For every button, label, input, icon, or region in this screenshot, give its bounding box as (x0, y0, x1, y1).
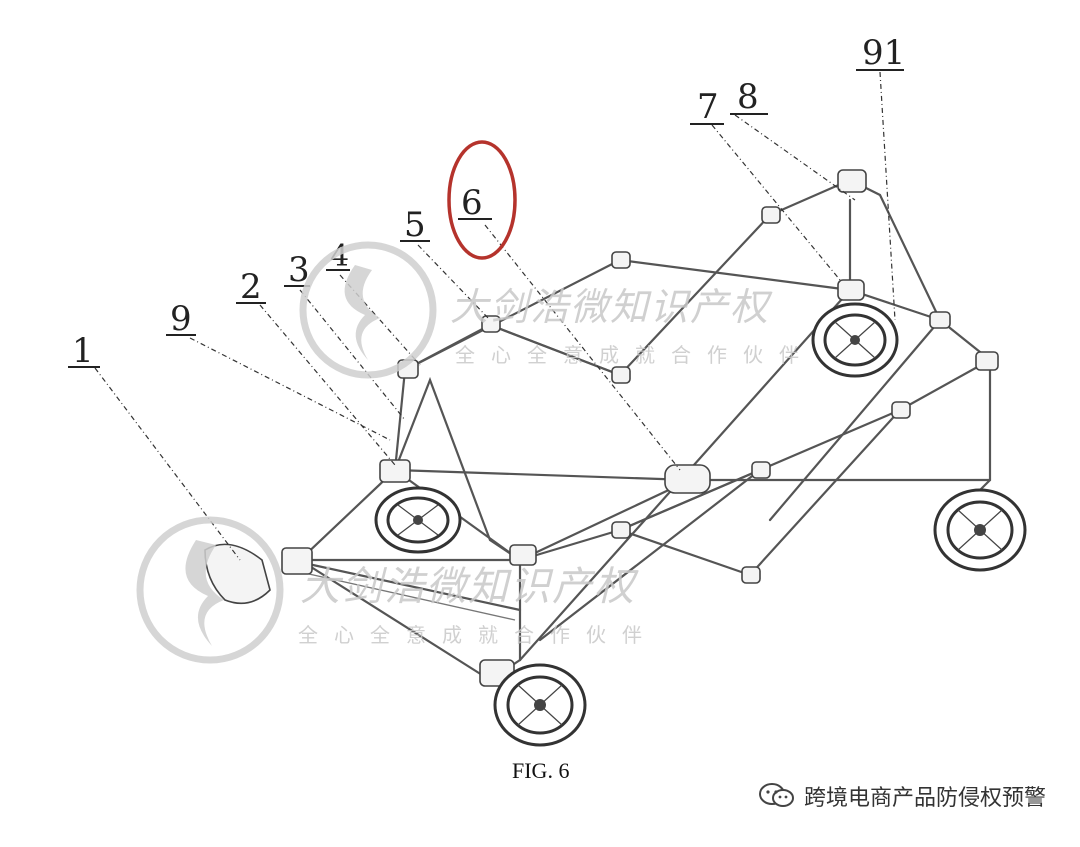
ref-label-6: 6 (461, 183, 483, 223)
ref-label-9: 9 (170, 299, 192, 339)
handle-grip (204, 543, 271, 605)
source-credit: 跨境电商产品防侵权预警 (758, 780, 1046, 812)
cart-frame (288, 178, 992, 682)
watermark-line2: 全心全意成就合作伙伴 (455, 343, 815, 367)
wechat-icon (758, 783, 794, 807)
wheel-rear-right (933, 488, 1027, 572)
wheel-front-right (493, 663, 587, 747)
ref-label-3: 3 (288, 250, 310, 290)
wheel-rear-left (811, 302, 899, 378)
ref-label-91: 91 (862, 33, 905, 73)
ref-label-7: 7 (697, 87, 719, 127)
watermark-lower: 大剑浩微知识产权 全心全意成就合作伙伴 (136, 516, 658, 664)
watermark-upper: 大剑浩微知识产权 全心全意成就合作伙伴 (299, 241, 815, 379)
ref-label-5: 5 (404, 205, 426, 245)
watermark-lower-line2: 全心全意成就合作伙伴 (298, 623, 658, 647)
ref-label-8: 8 (737, 77, 759, 117)
figure-caption: FIG. 6 (512, 758, 569, 783)
highlight-circle (447, 140, 517, 260)
watermark-lower-line1: 大剑浩微知识产权 (300, 564, 639, 610)
reference-labels: 1 9 2 3 4 5 6 7 8 91 (68, 33, 905, 371)
watermark-line1: 大剑浩微知识产权 (450, 285, 773, 329)
ref-label-2: 2 (240, 267, 262, 307)
wheel-front-left (374, 486, 462, 554)
ref-label-1: 1 (72, 331, 94, 371)
credit-text: 跨境电商产品防侵权预警 (803, 786, 1046, 811)
